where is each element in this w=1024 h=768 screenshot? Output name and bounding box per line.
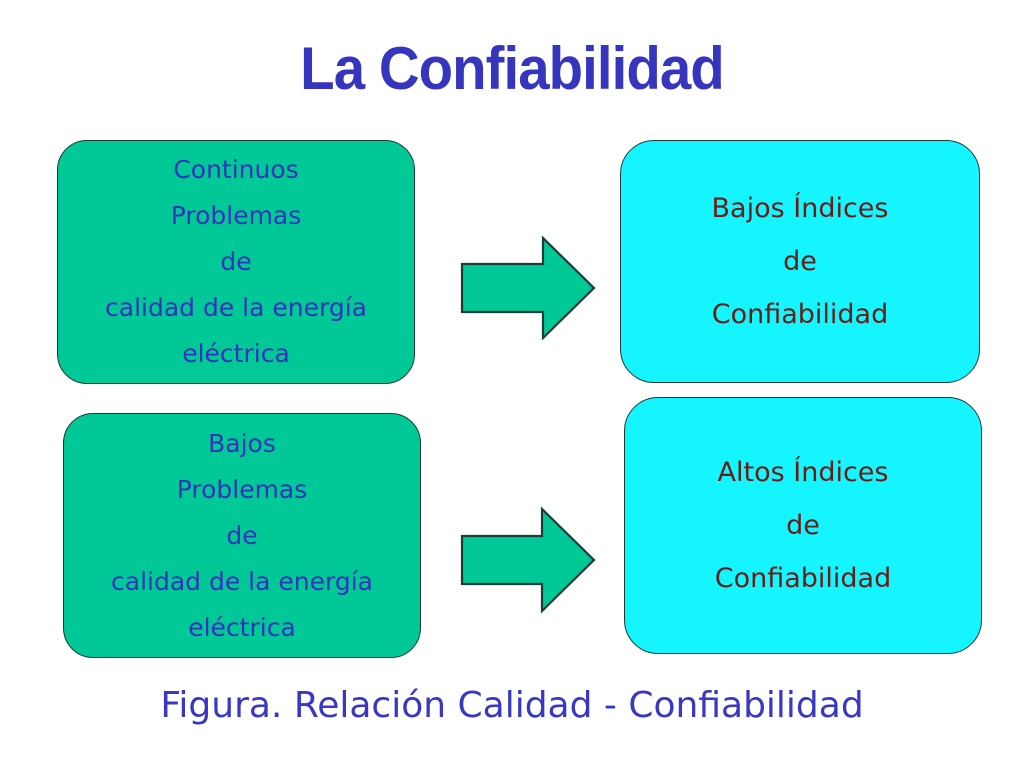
box-line: Problemas bbox=[176, 474, 308, 504]
right-block-arrow-icon bbox=[460, 506, 596, 614]
box-line: de bbox=[786, 510, 820, 541]
figure-caption: Figura. Relación Calidad - Confiabilidad bbox=[160, 685, 864, 726]
box-line: Confiabilidad bbox=[711, 299, 889, 330]
right-block-arrow-icon bbox=[460, 236, 596, 340]
box-line: de bbox=[226, 520, 258, 550]
box-line: calidad de la energía bbox=[105, 293, 367, 322]
box-line: Altos Índices bbox=[717, 457, 889, 488]
box-line: de bbox=[783, 246, 817, 277]
box-line: de bbox=[220, 247, 252, 276]
box-line: calidad de la energía bbox=[111, 566, 373, 596]
page-title: La Confiabilidad bbox=[300, 35, 725, 102]
box-line: Bajos bbox=[208, 428, 276, 458]
box-line: Continuos bbox=[173, 155, 299, 184]
cause-box-bajos-problemas: Bajos Problemas de calidad de la energía… bbox=[63, 413, 421, 658]
box-line: Problemas bbox=[170, 201, 302, 230]
effect-box-bajos-indices: Bajos Índices de Confiabilidad bbox=[620, 140, 980, 383]
box-line: eléctrica bbox=[188, 612, 296, 642]
effect-box-altos-indices: Altos Índices de Confiabilidad bbox=[624, 397, 982, 654]
cause-box-continuos-problemas: Continuos Problemas de calidad de la ene… bbox=[57, 140, 415, 384]
box-line: Confiabilidad bbox=[714, 563, 892, 594]
box-line: eléctrica bbox=[182, 339, 290, 368]
box-line: Bajos Índices bbox=[711, 193, 889, 224]
